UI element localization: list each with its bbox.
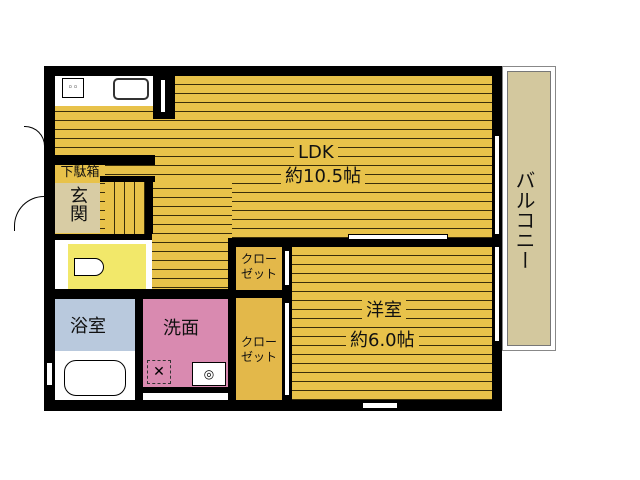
bathtub-icon-inner xyxy=(64,360,126,396)
shoe-box xyxy=(55,165,105,183)
western-room-size-label: 約6.0帖 xyxy=(346,330,419,353)
closet-door-1[interactable] xyxy=(284,250,290,286)
outer-wall-left xyxy=(44,66,55,411)
sink-icon xyxy=(113,78,149,100)
closet-2 xyxy=(236,298,282,400)
balcony-window-2 xyxy=(494,246,500,342)
washing-machine-space: ✕ xyxy=(147,360,171,384)
western-room-label: 洋室 xyxy=(362,300,406,323)
washroom-label: 洗面 xyxy=(163,318,199,339)
entrance xyxy=(55,183,100,233)
entrance-label: 玄関 xyxy=(67,186,88,222)
ldk-size-label: 約10.5帖 xyxy=(281,166,366,189)
bath-window xyxy=(46,362,53,386)
ldk-label: LDK xyxy=(294,142,338,165)
toilet-icon xyxy=(74,258,104,276)
ldk-floor-lower xyxy=(152,180,232,290)
shoe-box-label: 下駄箱 xyxy=(60,165,100,180)
stairs xyxy=(105,182,145,234)
stove-icon: ◦◦ xyxy=(62,78,84,98)
closet-1 xyxy=(236,247,282,290)
outer-wall-right xyxy=(492,66,502,411)
kitchen-counter xyxy=(55,76,155,106)
bathroom-label: 浴室 xyxy=(70,316,106,337)
balcony-label: バルコニー xyxy=(512,170,536,270)
closet-door-2[interactable] xyxy=(284,302,290,396)
sliding-door[interactable] xyxy=(348,234,448,240)
western-room-floor xyxy=(292,247,492,400)
outer-wall-bottom xyxy=(44,400,502,411)
wash-basin-icon: ◎ xyxy=(192,362,226,386)
entrance-door-icon xyxy=(24,126,45,155)
bottom-window xyxy=(362,402,398,409)
entrance-side-door-icon xyxy=(14,196,45,231)
bathroom xyxy=(55,299,135,351)
balcony xyxy=(502,66,556,351)
closet-1-label: クロー ゼット xyxy=(240,252,277,281)
outer-wall-top xyxy=(44,66,502,76)
closet-2-label: クロー ゼット xyxy=(240,335,277,364)
balcony-window-1 xyxy=(494,135,500,235)
